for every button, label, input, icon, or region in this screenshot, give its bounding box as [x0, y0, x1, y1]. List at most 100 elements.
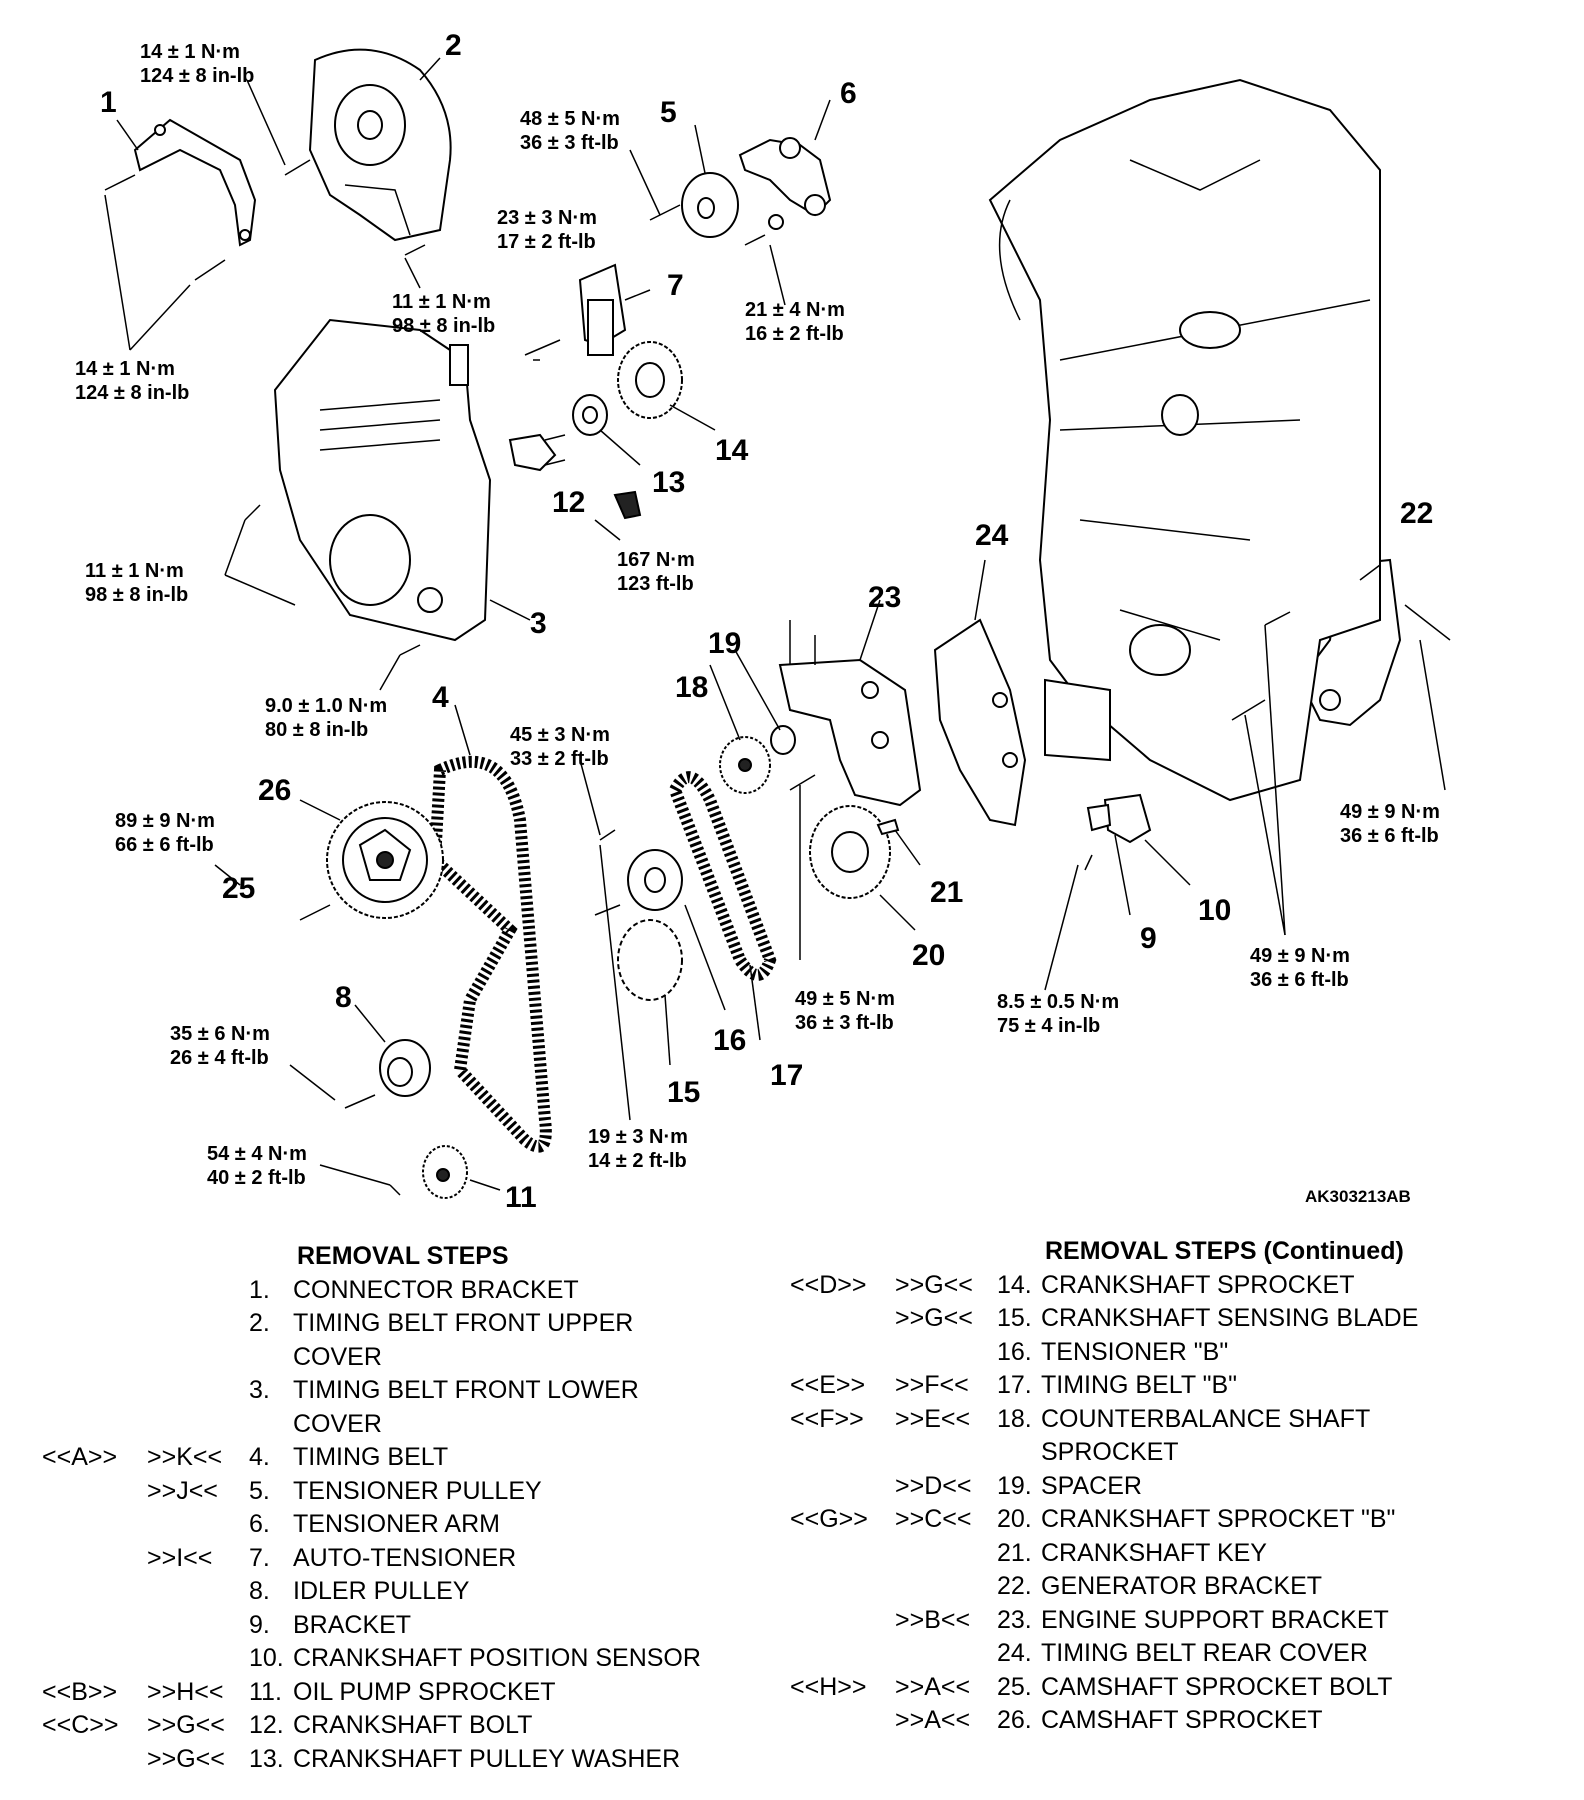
callout-12: 12: [552, 486, 585, 519]
step-service-ref-removal: <<H>>: [790, 1672, 867, 1701]
step-service-ref-removal: [42, 1374, 147, 1408]
callout-14: 14: [715, 434, 749, 467]
step-number: 13.: [249, 1744, 284, 1773]
removal-step-row: 16.TENSIONER "B": [790, 1336, 1418, 1370]
step-text: CRANKSHAFT POSITION SENSOR: [293, 1644, 701, 1672]
step-service-ref-install: [895, 1436, 997, 1470]
figure-id: AK303213AB: [1305, 1187, 1411, 1206]
removal-step-row: 10.CRANKSHAFT POSITION SENSOR: [42, 1642, 701, 1676]
step-number: 5.: [249, 1476, 270, 1505]
torque-p-metric: 8.5 ± 0.5 N·m: [997, 991, 1119, 1013]
torque-h-metric: 167 N·m: [617, 549, 695, 571]
step-number: 20.: [997, 1505, 1032, 1533]
step-number: 26.: [997, 1706, 1032, 1734]
step-number: [997, 1436, 1041, 1470]
callout-9: 9: [1140, 922, 1157, 955]
torque-r-imperial: 36 ± 6 ft-lb: [1250, 969, 1349, 991]
torque-b-metric: 14 ± 1 N·m: [75, 358, 175, 380]
torque-e-imperial: 17 ± 2 ft-lb: [497, 231, 596, 253]
part-tensioner-arm: [738, 137, 832, 230]
torque-m-metric: 54 ± 4 N·m: [207, 1143, 307, 1165]
step-service-ref-removal: [42, 1642, 147, 1676]
part-upper-cover: [308, 48, 452, 242]
part-auto-tensioner: [578, 263, 627, 356]
step-service-ref-removal: [42, 1542, 147, 1576]
step-service-ref-removal: [790, 1570, 895, 1604]
callout-numbers: 1 2 3 4 5 6 7 8 9 10 11 12 13 14 15 16 1…: [100, 29, 1433, 1210]
step-service-ref-removal: [42, 1307, 147, 1341]
step-number: 18.: [997, 1404, 1032, 1433]
step-service-ref-install: [147, 1508, 249, 1542]
torque-q-imperial: 36 ± 6 ft-lb: [1340, 825, 1439, 847]
removal-step-row: <<E>>>>F<<17.TIMING BELT "B": [790, 1369, 1418, 1403]
step-text: COVER: [293, 1409, 382, 1438]
step-number: 7.: [249, 1543, 270, 1572]
step-service-ref-removal: [42, 1274, 147, 1308]
step-service-ref-removal: [790, 1470, 895, 1504]
torque-g-imperial: 98 ± 8 in-lb: [85, 584, 188, 606]
removal-step-row: COVER: [42, 1341, 701, 1375]
callout-26: 26: [258, 774, 291, 807]
step-service-ref-install: [147, 1307, 249, 1341]
removal-step-row: COVER: [42, 1408, 701, 1442]
step-service-ref-install: [147, 1374, 249, 1408]
step-text: SPROCKET: [1041, 1438, 1179, 1466]
step-service-ref-removal: [42, 1475, 147, 1509]
torque-j-metric: 45 ± 3 N·m: [510, 724, 610, 746]
step-text: CAMSHAFT SPROCKET: [1041, 1706, 1323, 1734]
step-number: [249, 1408, 293, 1442]
step-service-ref-install: [147, 1408, 249, 1442]
removal-step-row: >>J<< 5. TENSIONER PULLEY: [42, 1475, 701, 1509]
step-service-ref-removal: <<A>>: [42, 1443, 118, 1471]
removal-step-row: 1.CONNECTOR BRACKET: [42, 1274, 701, 1308]
part-counterbalance-sprocket: [719, 736, 771, 794]
step-service-ref-install: >>K<<: [147, 1443, 223, 1471]
callout-19: 19: [708, 627, 741, 660]
part-engine-support-bracket: [778, 620, 922, 807]
torque-l-imperial: 26 ± 4 ft-lb: [170, 1047, 269, 1069]
part-crankshaft-sprocket-b: [809, 805, 891, 899]
step-text: TENSIONER PULLEY: [293, 1476, 542, 1505]
part-spacer: [770, 725, 796, 755]
step-service-ref-removal: [790, 1537, 895, 1571]
callout-16: 16: [713, 1024, 746, 1057]
step-service-ref-install: >>G<<: [895, 1304, 973, 1332]
step-service-ref-install: >>B<<: [895, 1605, 971, 1634]
step-service-ref-install: [147, 1341, 249, 1375]
torque-n-imperial: 14 ± 2 ft-lb: [588, 1150, 687, 1172]
part-timing-belt: [428, 755, 552, 1153]
step-text: GENERATOR BRACKET: [1041, 1572, 1323, 1600]
step-text: SPACER: [1041, 1471, 1142, 1500]
step-text: CRANKSHAFT SPROCKET "B": [1041, 1505, 1396, 1533]
removal-step-row: >>B<<23.ENGINE SUPPORT BRACKET: [790, 1604, 1418, 1638]
step-text: COUNTERBALANCE SHAFT: [1041, 1404, 1371, 1433]
step-service-ref-install: [895, 1637, 997, 1671]
part-tensioner-b: [627, 849, 683, 911]
part-rear-cover: [933, 618, 1027, 827]
callout-11: 11: [505, 1181, 537, 1210]
torque-h-imperial: 123 ft-lb: [617, 573, 694, 595]
step-text: IDLER PULLEY: [293, 1577, 470, 1605]
step-service-ref-install: >>J<<: [147, 1476, 218, 1505]
removal-steps-heading: REMOVAL STEPS: [297, 1242, 509, 1270]
step-number: 3.: [249, 1376, 270, 1404]
removal-steps-heading-continued: REMOVAL STEPS (Continued): [1045, 1237, 1404, 1265]
step-number: 21.: [997, 1538, 1032, 1567]
step-service-ref-removal: <<G>>: [790, 1505, 868, 1533]
step-text: COVER: [293, 1342, 382, 1371]
torque-n-metric: 19 ± 3 N·m: [588, 1126, 688, 1148]
part-crankshaft-sprocket: [617, 341, 683, 419]
removal-step-row: >>G<<15.CRANKSHAFT SENSING BLADE: [790, 1302, 1418, 1336]
part-lower-cover: [273, 318, 492, 642]
step-number: 12.: [249, 1711, 284, 1739]
step-service-ref-removal: [790, 1336, 895, 1370]
torque-o-imperial: 36 ± 3 ft-lb: [795, 1012, 894, 1034]
part-idler-pulley: [379, 1039, 431, 1097]
step-service-ref-removal: [42, 1609, 147, 1643]
torque-p-imperial: 75 ± 4 in-lb: [997, 1015, 1100, 1037]
step-text: TIMING BELT: [293, 1443, 449, 1471]
step-number: 24.: [997, 1639, 1032, 1667]
callout-20: 20: [912, 939, 945, 972]
torque-f-metric: 21 ± 4 N·m: [745, 299, 845, 321]
